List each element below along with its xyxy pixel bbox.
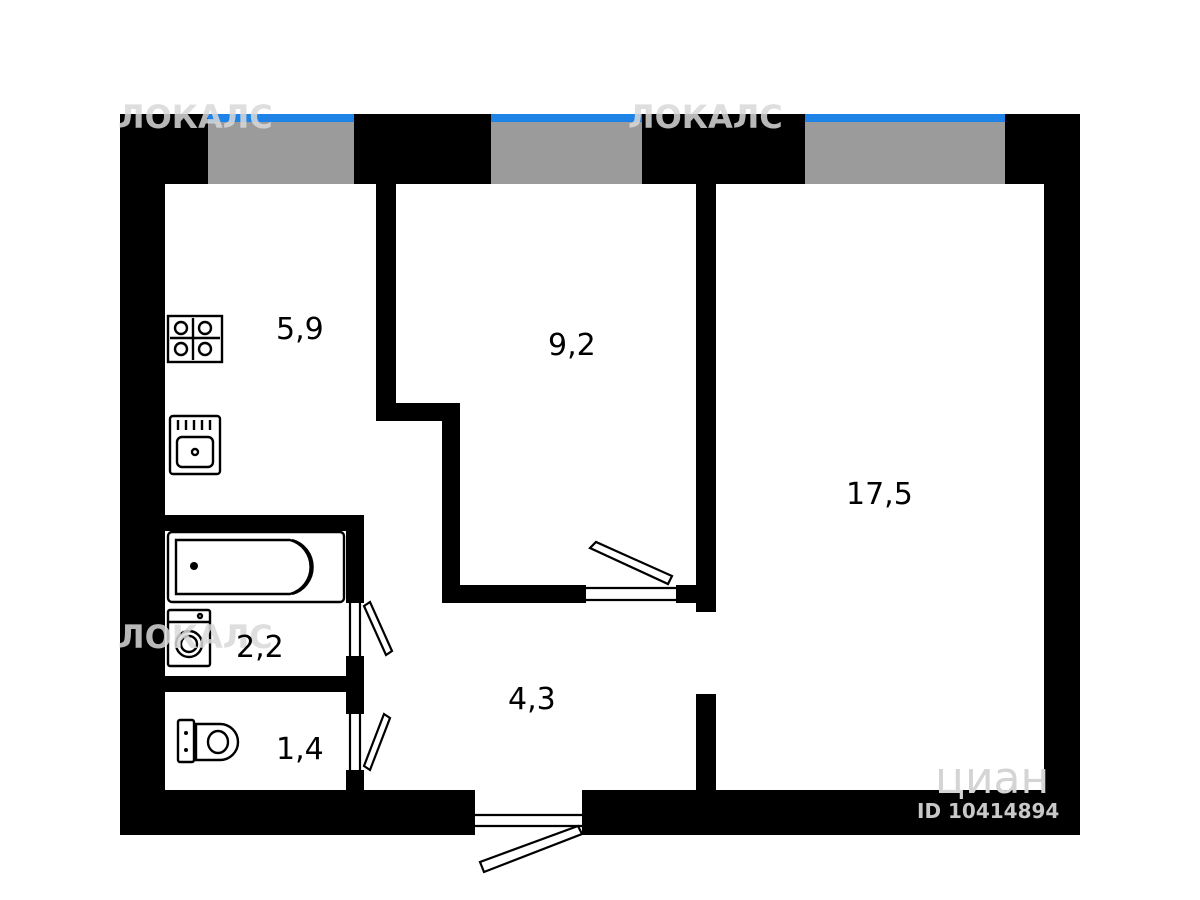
stove-icon bbox=[166, 314, 224, 364]
wall-divider-lower bbox=[696, 694, 716, 794]
wall-left bbox=[120, 114, 165, 835]
doors bbox=[348, 540, 676, 874]
wall-bathroom-right-upper bbox=[346, 515, 364, 603]
toilet-icon bbox=[176, 718, 240, 764]
wall-small-room-left-upper bbox=[376, 184, 396, 420]
window-small-room-glass bbox=[491, 114, 642, 184]
wall-top-mid-1 bbox=[354, 114, 491, 184]
wall-divider-upper bbox=[696, 184, 716, 612]
wall-bathroom-top bbox=[165, 515, 364, 531]
bathtub-icon bbox=[166, 530, 346, 604]
watermark-lokals-top-left: ЛОКАЛС bbox=[118, 98, 273, 136]
wall-toilet-right-lower bbox=[346, 770, 364, 794]
area-label-large-room: 17,5 bbox=[846, 477, 913, 512]
watermark-lokals-top-center: ЛОКАЛС bbox=[628, 98, 783, 136]
windows bbox=[208, 114, 1005, 184]
window-large-room-glass bbox=[805, 114, 1005, 184]
washing-machine-icon bbox=[166, 608, 212, 668]
wall-bottom-right bbox=[582, 790, 1080, 835]
window-kitchen-glass bbox=[208, 114, 354, 184]
door-toilet bbox=[348, 712, 392, 772]
wall-small-room-bottom bbox=[442, 585, 586, 603]
walls bbox=[120, 114, 1080, 835]
window-kitchen-accent bbox=[208, 114, 354, 122]
door-small-room bbox=[586, 540, 676, 602]
watermarks: ЛОКАЛС ЛОКАЛС ЛОКАЛС циан ID 10414894 bbox=[118, 98, 1059, 823]
door-bathroom bbox=[348, 600, 394, 657]
window-large-room-accent bbox=[805, 114, 1005, 122]
area-label-kitchen: 5,9 bbox=[276, 312, 324, 347]
window-small-room-accent bbox=[491, 114, 642, 122]
wall-small-room-left-lower bbox=[442, 403, 460, 603]
area-label-bathroom: 2,2 bbox=[236, 630, 284, 665]
wall-right bbox=[1044, 114, 1080, 794]
watermark-lokals-left: ЛОКАЛС bbox=[118, 618, 273, 656]
sink-icon bbox=[168, 414, 222, 476]
wall-small-room-step bbox=[376, 403, 460, 421]
watermark-cian: циан bbox=[935, 753, 1049, 804]
area-label-hallway: 4,3 bbox=[508, 682, 556, 717]
area-label-toilet: 1,4 bbox=[276, 732, 324, 767]
wall-bottom-left bbox=[120, 790, 475, 835]
watermark-listing-id: ID 10414894 bbox=[917, 799, 1059, 823]
door-entrance bbox=[475, 813, 584, 874]
area-labels: 5,9 9,2 17,5 2,2 1,4 4,3 bbox=[236, 312, 913, 767]
wall-top-mid-2 bbox=[642, 114, 805, 184]
area-label-small-room: 9,2 bbox=[548, 328, 596, 363]
wall-bathroom-toilet-divider bbox=[165, 676, 364, 692]
